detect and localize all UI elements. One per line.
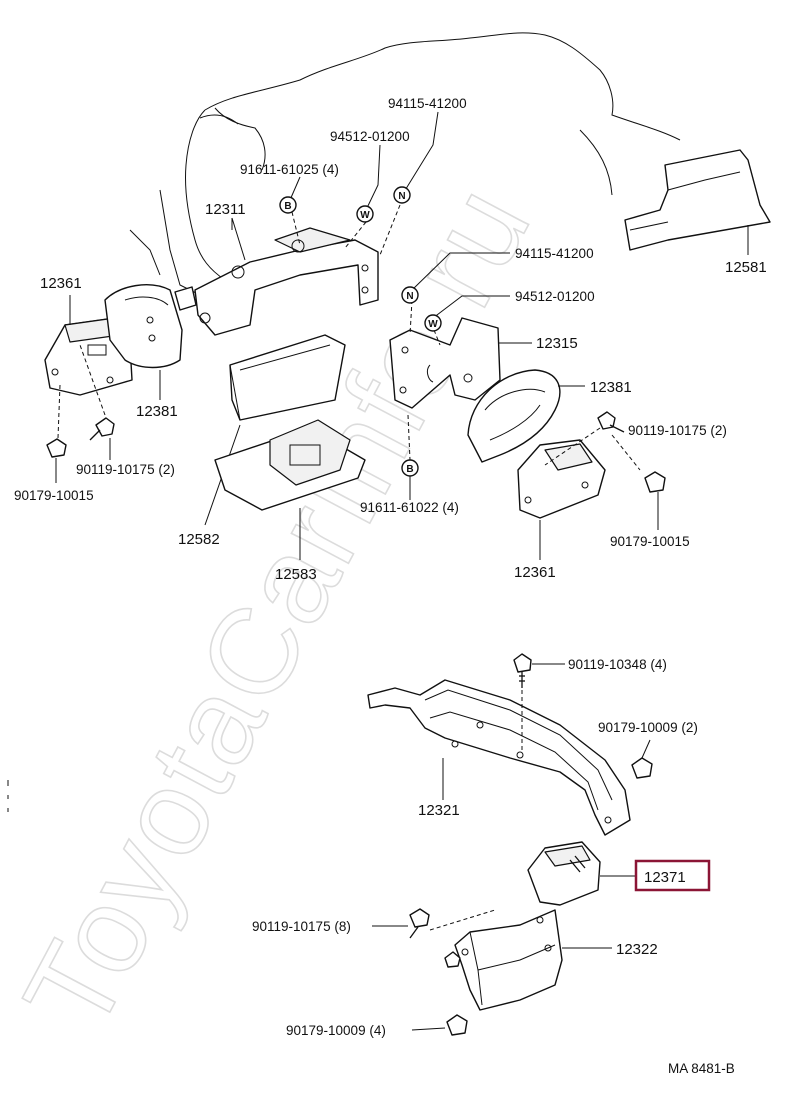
label-12361-right: 12361 — [514, 564, 556, 581]
nut-90179-10015-left[interactable] — [46, 384, 67, 483]
svg-text:W: W — [428, 319, 438, 330]
label-12381-left: 12381 — [136, 403, 178, 420]
label-12381-right: 12381 — [590, 379, 632, 396]
diagram-code: MA 8481-B — [668, 1061, 735, 1076]
part-12381-right[interactable] — [467, 369, 585, 463]
label-12582: 12582 — [178, 531, 220, 548]
label-12315: 12315 — [536, 335, 578, 352]
label-90119-10175-bottom: 90119-10175 (8) — [252, 919, 351, 934]
bolt-90119-10175-bottom[interactable] — [372, 908, 496, 939]
highlight-box-12371 — [634, 859, 711, 892]
part-12322[interactable] — [444, 909, 612, 1011]
part-12371[interactable] — [527, 841, 636, 906]
label-90119-10175-right: 90119-10175 (2) — [628, 423, 727, 438]
marker-b-mid: B — [401, 459, 419, 477]
part-12321[interactable] — [367, 679, 631, 836]
label-91611-61025: 91611-61025 (4) — [240, 162, 339, 177]
part-12583[interactable] — [214, 419, 366, 560]
nut-90179-10009-bottom[interactable] — [411, 1014, 468, 1036]
label-91611-61022: 91611-61022 (4) — [360, 500, 459, 515]
label-90179-10015-right: 90179-10015 — [610, 534, 690, 549]
label-12371[interactable]: 12371 — [644, 869, 686, 886]
label-90179-10009-right: 90179-10009 (2) — [598, 720, 698, 735]
label-12361-left: 12361 — [40, 275, 82, 292]
nut-90179-10009-right[interactable] — [631, 739, 653, 779]
svg-text:W: W — [360, 210, 370, 221]
part-12361-left[interactable] — [44, 295, 133, 396]
engine-outline — [129, 32, 681, 296]
label-94512-01200-top: 94512-01200 — [330, 129, 410, 144]
part-12361-right[interactable] — [517, 439, 606, 560]
nut-90179-10015-right[interactable] — [644, 471, 666, 530]
label-12583: 12583 — [275, 566, 317, 583]
part-12582[interactable] — [204, 334, 346, 526]
label-94115-41200-top: 94115-41200 — [388, 96, 467, 111]
marker-w-top: W — [356, 205, 374, 223]
bolt-90119-10348[interactable] — [513, 653, 565, 750]
marker-n-mid: N — [401, 286, 419, 304]
marker-n-top: N — [393, 186, 411, 204]
part-12381-left[interactable] — [104, 284, 183, 400]
label-90119-10348: 90119-10348 (4) — [568, 657, 667, 672]
label-90179-10009-bottom: 90179-10009 (4) — [286, 1023, 386, 1038]
label-12321: 12321 — [418, 802, 460, 819]
marker-w-mid: W — [424, 314, 442, 332]
label-94512-01200-mid: 94512-01200 — [515, 289, 595, 304]
marker-b-top: B — [279, 196, 297, 214]
svg-text:N: N — [406, 291, 413, 302]
part-12581[interactable] — [624, 149, 771, 255]
part-12311[interactable] — [174, 217, 379, 336]
bolt-90119-10175-right[interactable] — [544, 411, 641, 471]
svg-text:N: N — [398, 191, 405, 202]
label-12311: 12311 — [205, 201, 246, 218]
label-12581: 12581 — [725, 259, 767, 276]
part-12315[interactable] — [389, 317, 532, 409]
svg-text:B: B — [406, 464, 413, 475]
leaders-top — [231, 111, 510, 500]
label-90119-10175-left: 90119-10175 (2) — [76, 462, 175, 477]
svg-text:B: B — [284, 201, 291, 212]
label-94115-41200-mid: 94115-41200 — [515, 246, 594, 261]
label-90179-10015-left: 90179-10015 — [14, 488, 94, 503]
label-12322: 12322 — [616, 941, 658, 958]
bolt-90119-10175-left[interactable] — [79, 344, 115, 460]
